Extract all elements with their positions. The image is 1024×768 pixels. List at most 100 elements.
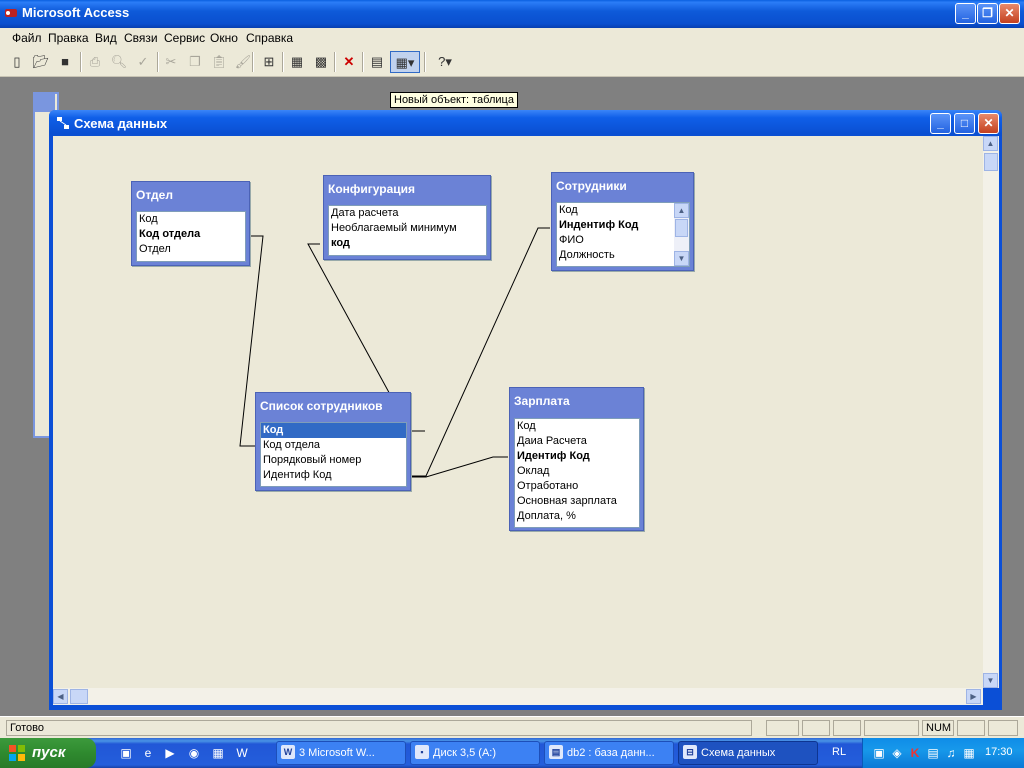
menu-relationships[interactable]: Связи bbox=[124, 31, 158, 45]
delete-icon[interactable]: ✕ bbox=[343, 54, 355, 69]
menu-help[interactable]: Справка bbox=[246, 31, 294, 45]
field-item[interactable]: Необлагаемый минимум bbox=[331, 222, 457, 234]
table-config[interactable]: Конфигурация Дата расчета Необлагаемый м… bbox=[323, 175, 491, 260]
toolbar-separator bbox=[282, 52, 284, 72]
scroll-left-icon[interactable]: ◀ bbox=[53, 689, 68, 704]
taskbar: пуск ▣ e ▶ ◉ ▦ W W 3 Microsoft W... ▪ Ди… bbox=[0, 738, 1024, 768]
cut-icon[interactable]: ✂ bbox=[165, 54, 177, 69]
help-icon[interactable]: ?▾ bbox=[438, 54, 452, 69]
field-item[interactable]: Код bbox=[559, 204, 578, 216]
show-table-icon[interactable]: ⊞ bbox=[263, 54, 275, 69]
copy-icon[interactable]: ❐ bbox=[189, 54, 201, 69]
num-lock-indicator: NUM bbox=[922, 720, 954, 736]
menu-file[interactable]: Файл bbox=[12, 31, 42, 45]
quick-launch-app-icon[interactable]: ▦ bbox=[212, 746, 224, 760]
vertical-scrollbar[interactable]: ▲ ▼ bbox=[983, 136, 999, 688]
show-all-icon[interactable]: ▩ bbox=[314, 54, 328, 69]
scroll-up-icon[interactable]: ▲ bbox=[674, 203, 689, 218]
security-icon[interactable]: ◈ bbox=[892, 746, 902, 760]
field-list-scrollbar[interactable]: ▲ ▼ bbox=[674, 203, 689, 266]
field-item[interactable]: код bbox=[331, 237, 350, 249]
print-icon[interactable]: ⎙ bbox=[89, 54, 101, 69]
menu-edit[interactable]: Правка bbox=[48, 31, 89, 45]
word-quick-icon[interactable]: W bbox=[236, 746, 248, 760]
field-item[interactable]: Отдел bbox=[139, 243, 171, 255]
internet-explorer-icon[interactable]: e bbox=[144, 746, 152, 760]
table-list[interactable]: Список сотрудников Код Код отдела Порядк… bbox=[255, 392, 411, 491]
scroll-down-icon[interactable]: ▼ bbox=[983, 673, 998, 688]
database-window-title-bar[interactable] bbox=[33, 92, 55, 112]
restore-button[interactable]: ❐ bbox=[977, 3, 998, 24]
relationships-window-title: Схема данных bbox=[74, 116, 168, 131]
scroll-thumb[interactable] bbox=[675, 219, 688, 237]
field-item[interactable]: Код bbox=[139, 213, 158, 225]
status-cell bbox=[988, 720, 1018, 736]
show-direct-icon[interactable]: ▦ bbox=[290, 54, 304, 69]
field-item[interactable]: Доплата, % bbox=[517, 510, 576, 522]
schema-maximize-button[interactable]: □ bbox=[954, 113, 975, 134]
field-item[interactable]: Идентиф Код bbox=[517, 450, 590, 462]
menu-view[interactable]: Вид bbox=[95, 31, 117, 45]
field-item[interactable]: Идентиф Код bbox=[263, 469, 332, 481]
field-item[interactable]: Код отдела bbox=[139, 228, 201, 240]
antivirus-icon[interactable]: K bbox=[910, 746, 920, 760]
minimize-button[interactable]: _ bbox=[955, 3, 976, 24]
table-salary[interactable]: Зарплата Код Даиа Расчета Идентиф Код Ок… bbox=[509, 387, 644, 531]
status-cell bbox=[766, 720, 799, 736]
task-db2[interactable]: ▤ db2 : база данн... bbox=[544, 741, 674, 765]
paste-icon[interactable]: 📋︎ bbox=[210, 54, 228, 69]
spell-icon[interactable]: ✓ bbox=[137, 54, 149, 69]
preview-icon[interactable]: 🔍︎ bbox=[110, 54, 128, 69]
network-icon[interactable]: ▣ bbox=[873, 746, 885, 760]
open-icon[interactable]: 📂︎ bbox=[32, 54, 50, 69]
schema-minimize-button[interactable]: _ bbox=[930, 113, 951, 134]
field-item[interactable]: Отработано bbox=[517, 480, 579, 492]
database-window-icon[interactable]: ▤ bbox=[370, 54, 384, 69]
menu-tools[interactable]: Сервис bbox=[164, 31, 206, 45]
task-floppy[interactable]: ▪ Диск 3,5 (A:) bbox=[410, 741, 540, 765]
start-button[interactable]: пуск bbox=[0, 738, 96, 768]
scroll-up-icon[interactable]: ▲ bbox=[983, 136, 998, 151]
field-item[interactable]: Даиа Расчета bbox=[517, 435, 587, 447]
task-schema[interactable]: ⊟ Схема данных bbox=[678, 741, 818, 765]
language-indicator[interactable]: RL bbox=[832, 746, 847, 758]
field-item[interactable]: Должность bbox=[559, 249, 615, 261]
field-item[interactable]: Дата расчета bbox=[331, 207, 399, 219]
field-item[interactable]: Индентиф Код bbox=[559, 219, 639, 231]
tray-app-icon[interactable]: ▤ bbox=[927, 746, 939, 760]
scroll-right-icon[interactable]: ▶ bbox=[966, 689, 981, 704]
table-staff[interactable]: Сотрудники Код Индентиф Код ФИО Должност… bbox=[551, 172, 694, 271]
word-icon: W bbox=[281, 745, 295, 759]
close-button[interactable]: ✕ bbox=[999, 3, 1020, 24]
horizontal-scrollbar[interactable]: ◀ ▶ bbox=[53, 688, 983, 705]
field-item[interactable]: Код bbox=[517, 420, 536, 432]
field-item[interactable]: Оклад bbox=[517, 465, 550, 477]
new-icon[interactable]: ▯ bbox=[13, 54, 21, 69]
field-item[interactable]: Код отдела bbox=[263, 439, 321, 451]
media-player-icon[interactable]: ▶ bbox=[165, 746, 175, 760]
toolbar-separator bbox=[80, 52, 82, 72]
table-staff-fields: Код Индентиф Код ФИО Должность ▲ ▼ bbox=[556, 202, 690, 267]
field-item-selected[interactable]: Код bbox=[261, 423, 406, 438]
tray-misc-icon[interactable]: ▦ bbox=[963, 746, 975, 760]
outlook-icon[interactable]: ◉ bbox=[188, 746, 200, 760]
new-object-icon[interactable]: ▦▾ bbox=[390, 51, 420, 73]
show-desktop-icon[interactable]: ▣ bbox=[120, 746, 132, 760]
field-item[interactable]: Порядковый номер bbox=[263, 454, 362, 466]
task-word[interactable]: W 3 Microsoft W... bbox=[276, 741, 406, 765]
table-otdel[interactable]: Отдел Код Код отдела Отдел bbox=[131, 181, 250, 266]
field-item[interactable]: ФИО bbox=[559, 234, 584, 246]
vertical-scroll-thumb[interactable] bbox=[984, 153, 998, 171]
schema-close-button[interactable]: ✕ bbox=[978, 113, 999, 134]
relationships-canvas[interactable]: Отдел Код Код отдела Отдел Конфигурация … bbox=[53, 136, 983, 688]
volume-icon[interactable]: ♫ bbox=[946, 746, 956, 760]
relationships-window-title-bar[interactable]: Схема данных _ □ ✕ bbox=[49, 110, 1002, 136]
field-item[interactable]: Основная зарплата bbox=[517, 495, 617, 507]
horizontal-scroll-thumb[interactable] bbox=[70, 689, 88, 704]
save-icon[interactable]: ■ bbox=[61, 54, 69, 69]
format-painter-icon[interactable]: 🖌︎ bbox=[234, 54, 252, 69]
menu-window[interactable]: Окно bbox=[210, 31, 238, 45]
menu-bar: Файл Правка Вид Связи Сервис Окно Справк… bbox=[0, 28, 1024, 48]
scroll-down-icon[interactable]: ▼ bbox=[674, 251, 689, 266]
app-title-bar[interactable]: Microsoft Access _ ❐ ✕ bbox=[0, 0, 1024, 28]
